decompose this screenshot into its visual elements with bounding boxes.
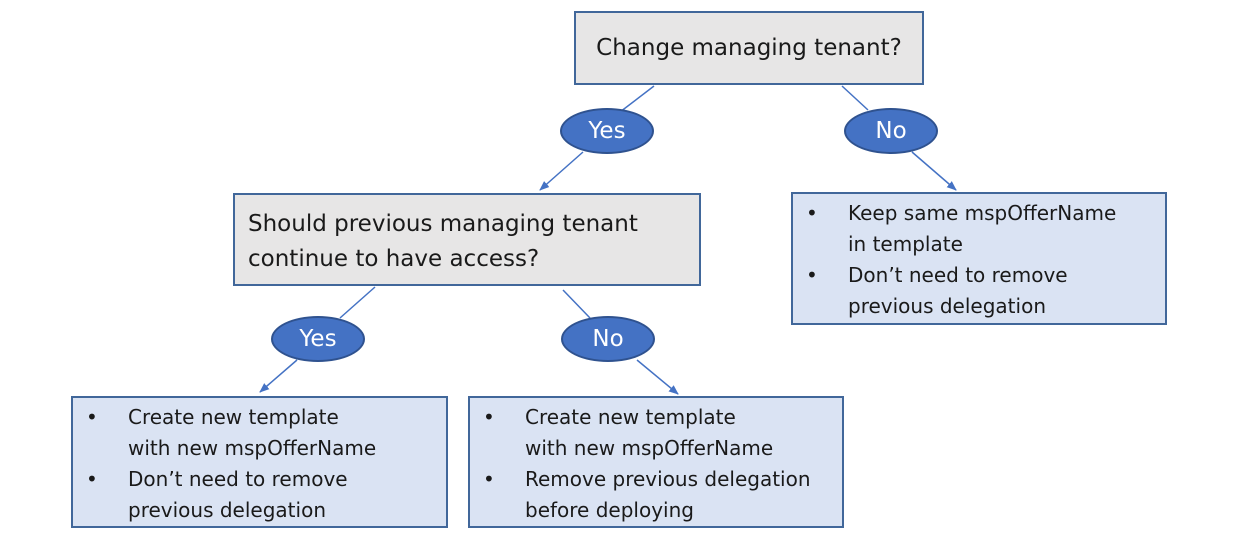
result-list-item: • Don’t need to remove previous delegati…: [73, 464, 446, 526]
result-list-item: • Remove previous delegation before depl…: [470, 464, 842, 526]
result-list-item: • Create new template with new mspOfferN…: [73, 402, 446, 464]
result-keep-previous-access: • Create new template with new mspOfferN…: [71, 396, 448, 528]
result-list-item: • Don’t need to remove previous delegati…: [793, 260, 1165, 322]
result-text-line: with new mspOfferName: [525, 436, 774, 460]
bullet-dot: •: [806, 263, 818, 287]
answer-label: Yes: [299, 326, 337, 352]
result-text-line: before deploying: [525, 498, 694, 522]
result-remove-previous-access: • Create new template with new mspOfferN…: [468, 396, 844, 528]
question-text-line-1: Should previous managing tenant: [248, 211, 638, 237]
result-text-line: previous delegation: [848, 294, 1046, 318]
answer-yes-change-tenant: Yes: [560, 108, 654, 154]
answer-label: No: [592, 326, 624, 352]
answer-label: Yes: [588, 118, 626, 144]
answer-yes-keep-access: Yes: [271, 316, 365, 362]
connector-no-to-middle-result: [636, 359, 679, 395]
question-text-line-2: continue to have access?: [248, 246, 540, 272]
result-text-line: Remove previous delegation: [525, 467, 811, 491]
connector-yes-to-left-result: [259, 359, 298, 393]
result-list-item: • Keep same mspOfferName in template: [793, 198, 1165, 260]
result-text-line: Don’t need to remove: [128, 467, 348, 491]
connector-middle-to-yes: [339, 286, 376, 319]
question-text: Change managing tenant?: [596, 34, 902, 61]
result-text-line: Keep same mspOfferName: [848, 201, 1117, 225]
bullet-dot: •: [483, 467, 495, 491]
bullet-dot: •: [806, 201, 818, 225]
connector-middle-to-no: [562, 289, 591, 319]
result-text-line: Create new template: [128, 405, 339, 429]
result-text-line: in template: [848, 232, 963, 256]
answer-no-change-tenant: No: [844, 108, 938, 154]
answer-label: No: [875, 118, 907, 144]
result-text-line: Create new template: [525, 405, 736, 429]
result-text-line: Don’t need to remove: [848, 263, 1068, 287]
result-list-item: • Create new template with new mspOfferN…: [470, 402, 842, 464]
connector-top-to-no: [841, 85, 869, 111]
bullet-dot: •: [483, 405, 495, 429]
answer-no-keep-access: No: [561, 316, 655, 362]
bullet-dot: •: [86, 467, 98, 491]
result-no-tenant-change: • Keep same mspOfferName in template • D…: [791, 192, 1167, 325]
bullet-dot: •: [86, 405, 98, 429]
connector-no-to-right-result: [911, 151, 957, 191]
connector-top-to-yes: [619, 85, 655, 113]
question-change-managing-tenant: Change managing tenant?: [574, 11, 924, 85]
result-text-line: previous delegation: [128, 498, 326, 522]
question-previous-tenant-access: Should previous managing tenant continue…: [233, 193, 701, 286]
connector-yes-to-middle-question: [539, 151, 584, 191]
result-text-line: with new mspOfferName: [128, 436, 377, 460]
